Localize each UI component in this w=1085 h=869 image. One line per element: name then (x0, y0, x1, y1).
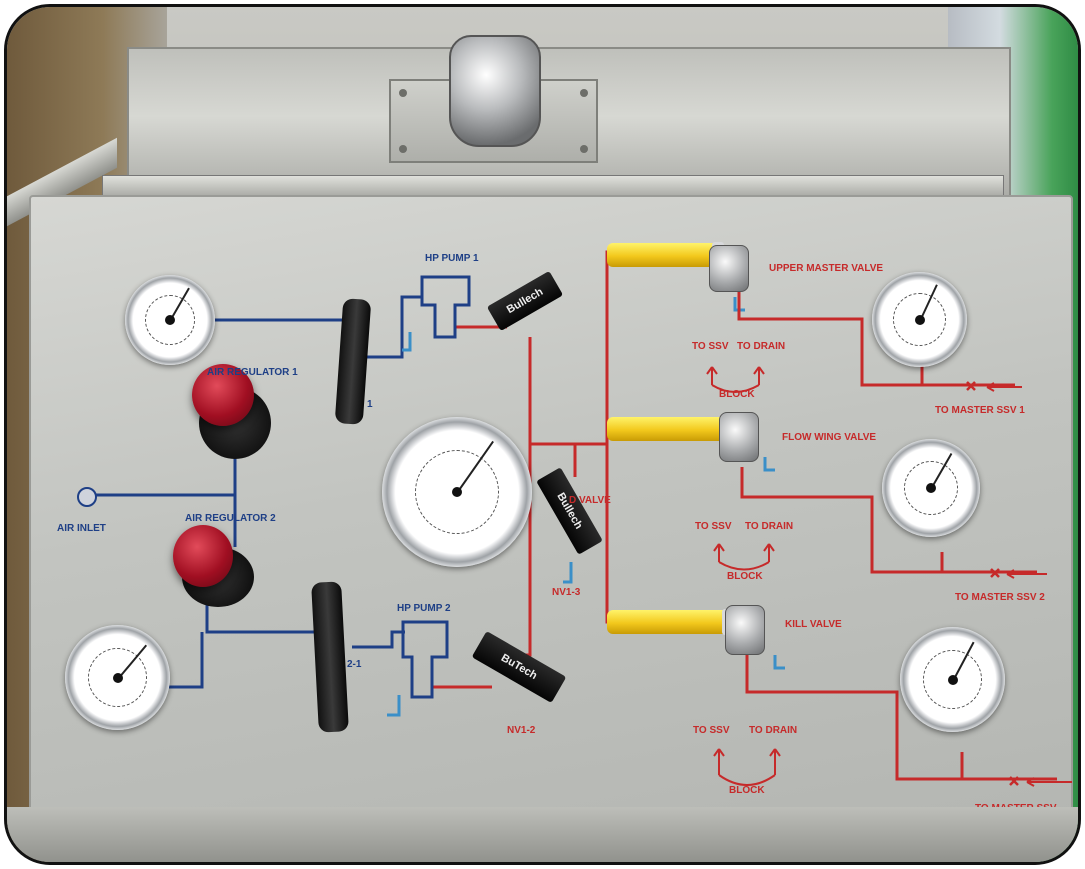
label-to-drain: TO DRAIN (749, 725, 798, 736)
pressure-gauge-icon (382, 417, 532, 567)
regulator-knob-icon[interactable] (173, 525, 233, 587)
label-block: BLOCK (727, 571, 763, 582)
regulator-knob-icon[interactable] (192, 364, 254, 426)
ball-valve-handle-icon[interactable] (607, 609, 734, 635)
label-valve-partial: D VALVE (569, 495, 611, 506)
label-to-master-ssv-2: TO MASTER SSV 2 (955, 592, 1045, 603)
photo-frame: Bullech Bullech BuTech HP PUMP 1 HP PUMP… (4, 4, 1081, 865)
label-nv1-3: NV1-3 (552, 587, 581, 598)
label-to-ssv: TO SSV (693, 725, 730, 736)
ball-valve-handle-icon[interactable] (607, 416, 734, 442)
label-air-regulator-2: AIR REGULATOR 2 (185, 513, 276, 524)
label-to-ssv: TO SSV (692, 341, 729, 352)
label-block: BLOCK (719, 389, 755, 400)
label-to-master-ssv-1: TO MASTER SSV 1 (935, 405, 1025, 416)
label-kill-valve: KILL VALVE (785, 619, 842, 630)
label-upper-master-valve: UPPER MASTER VALVE (769, 263, 884, 274)
label-block: BLOCK (729, 785, 765, 796)
pressure-gauge-icon (125, 275, 215, 365)
valve-body (719, 412, 759, 462)
ball-valve-handle-icon[interactable] (607, 242, 724, 268)
label-air-inlet: AIR INLET (57, 523, 106, 534)
label-hp-pump-2: HP PUMP 2 (397, 603, 451, 614)
label-nv1-2: NV1-2 (507, 725, 536, 736)
label-lever-1: 1 (367, 399, 373, 410)
label-to-ssv: TO SSV (695, 521, 732, 532)
air-inlet-fitting (77, 487, 97, 507)
label-to-drain: TO DRAIN (745, 521, 794, 532)
label-to-drain: TO DRAIN (737, 341, 786, 352)
pressure-gauge-icon (882, 439, 980, 537)
label-flow-wing-valve: FLOW WING VALVE (782, 432, 877, 443)
frame-rail-bottom (7, 807, 1078, 862)
valve-body (725, 605, 765, 655)
label-hp-pump-1: HP PUMP 1 (425, 253, 479, 264)
pressure-gauge-icon (65, 625, 170, 730)
pressure-gauge-icon (872, 272, 967, 367)
valve-body (709, 245, 749, 292)
label-air-regulator-1: AIR REGULATOR 1 (207, 367, 298, 378)
pressure-gauge-icon (900, 627, 1005, 732)
piping-diagram (87, 250, 1072, 787)
reservoir-cap-icon (449, 35, 541, 147)
label-lever-2-1: 2-1 (347, 659, 362, 670)
